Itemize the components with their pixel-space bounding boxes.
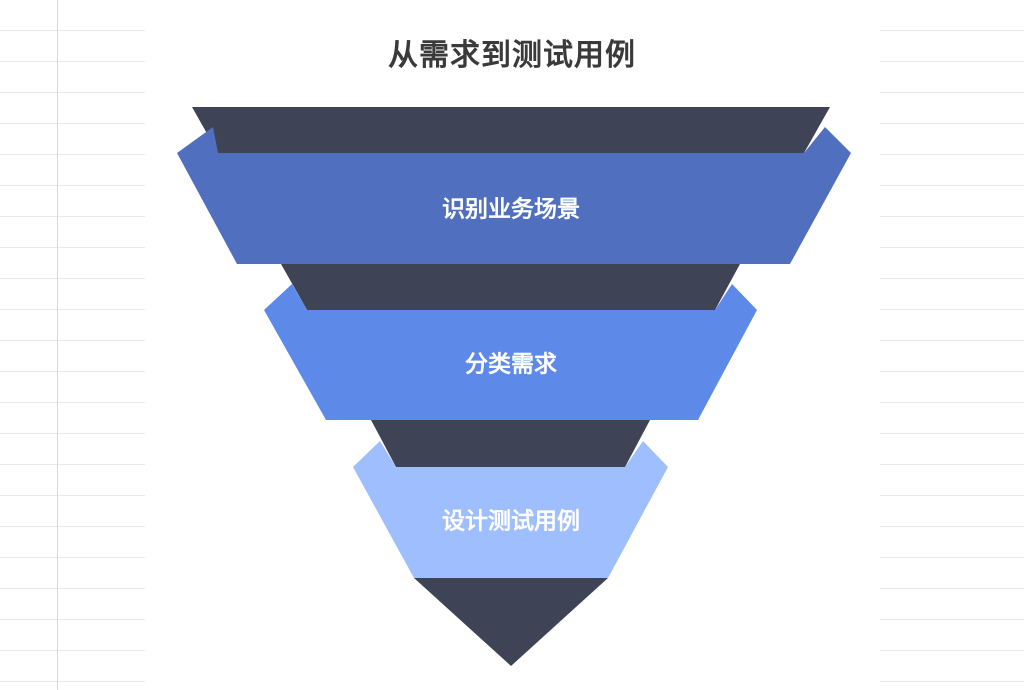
funnel-stage-1 <box>177 127 851 264</box>
funnel-stage-1-label: 识别业务场景 <box>442 197 580 223</box>
funnel-stage-2-label: 分类需求 <box>465 352 557 378</box>
funnel-dark-band-3 <box>371 420 650 467</box>
funnel-dark-band-2 <box>281 264 740 310</box>
funnel-stage-2 <box>264 284 757 420</box>
funnel-dark-band-1 <box>192 107 830 153</box>
funnel-stage-3-label: 设计测试用例 <box>442 509 580 535</box>
funnel-dark-tip <box>414 578 608 666</box>
funnel-stage-3 <box>353 441 668 578</box>
page-title: 从需求到测试用例 <box>388 38 636 73</box>
margin-line <box>57 0 58 690</box>
